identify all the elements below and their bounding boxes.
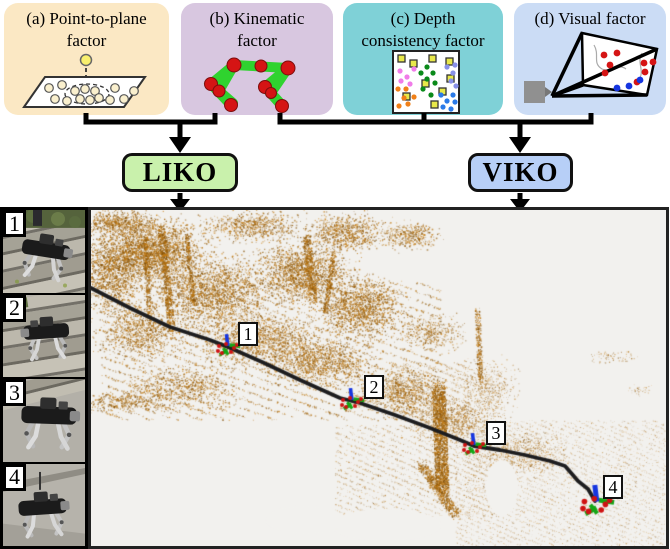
map-marker-label: 2: [364, 375, 384, 399]
map-marker-label: 4: [603, 475, 623, 499]
photo-number-badge: 3: [3, 379, 26, 406]
robot-photo-strip: 1 2 3: [0, 207, 88, 549]
arrow-down-icon: [509, 137, 531, 153]
kinematic-icon: [203, 57, 296, 113]
liko-box: LIKO: [122, 153, 238, 192]
photo-number-badge: 4: [3, 463, 26, 491]
arrow-down-icon: [169, 137, 191, 153]
point-to-plane-icon: [22, 53, 147, 108]
photo-number-badge: 1: [3, 210, 26, 237]
point-cloud-map: 1 2 3 4: [88, 207, 669, 549]
factor-box-visual: (d) Visual factor: [514, 3, 666, 115]
robot-photo-3: 3: [3, 379, 85, 462]
map-marker-label: 1: [238, 322, 258, 346]
visual-factor-icon: [524, 31, 659, 103]
photo-number-badge: 2: [3, 294, 26, 322]
robot-photo-4: 4: [3, 463, 85, 546]
robot-photo-1: 1: [3, 210, 85, 293]
liko-label: LIKO: [142, 157, 218, 187]
factor-title: (d) Visual factor: [534, 9, 646, 28]
robot-photo-2: 2: [3, 294, 85, 377]
map-marker-label: 3: [486, 421, 506, 445]
viko-label: VIKO: [482, 157, 559, 187]
depth-consistency-icon: [392, 50, 460, 114]
viko-box: VIKO: [468, 153, 573, 192]
